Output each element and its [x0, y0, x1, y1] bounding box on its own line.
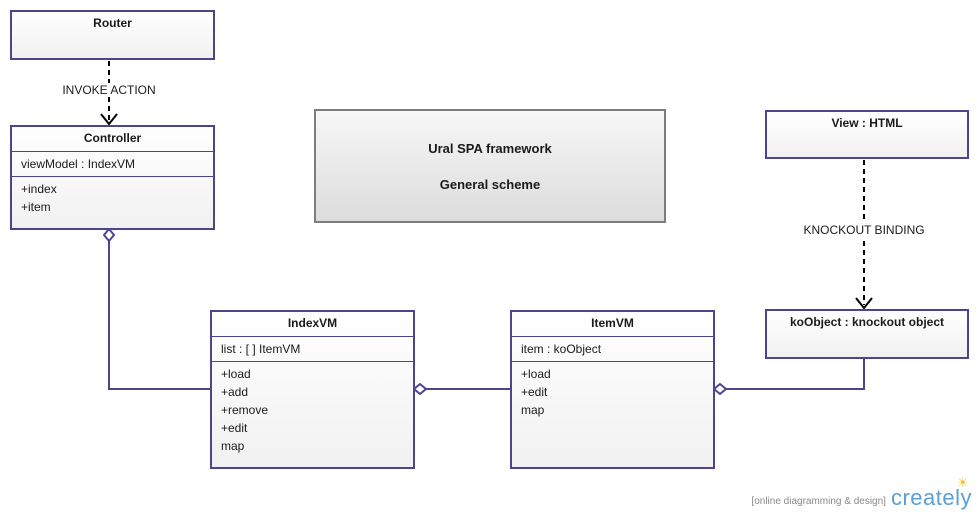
scheme-title-box[interactable]: Ural SPA framework General scheme: [314, 109, 666, 223]
indexvm-method: map: [221, 439, 245, 453]
itemvm-class[interactable]: ItemVM item : koObject +load +edit map: [510, 310, 715, 469]
controller-attribute: viewModel : IndexVM: [21, 157, 136, 171]
creately-brand-text: creately: [890, 485, 972, 510]
indexvm-attribute: list : [ ] ItemVM: [221, 342, 301, 356]
indexvm-method: +edit: [221, 421, 248, 435]
invoke-action-arrowhead: [100, 113, 118, 126]
view-title: View : HTML: [831, 116, 903, 130]
itemvm-attributes: item : koObject: [512, 336, 713, 361]
indexvm-class[interactable]: IndexVM list : [ ] ItemVM +load +add +re…: [210, 310, 415, 469]
itemvm-method: +edit: [521, 385, 548, 399]
itemvm-koobject-edge: [726, 358, 865, 390]
itemvm-title: ItemVM: [591, 316, 634, 330]
koobject-box[interactable]: koObject : knockout object: [765, 309, 969, 359]
creately-footer[interactable]: [online diagramming & design] creately ☀: [751, 475, 972, 511]
router-box[interactable]: Router: [10, 10, 215, 60]
itemvm-attribute: item : koObject: [521, 342, 602, 356]
indexvm-method: +remove: [221, 403, 269, 417]
scheme-subtitle: General scheme: [439, 177, 541, 192]
knockout-binding-arrowhead: [855, 297, 873, 310]
controller-methods: +index +item: [12, 176, 213, 219]
indexvm-methods: +load +add +remove +edit map: [212, 361, 413, 458]
creately-logo: creately ☀: [890, 475, 972, 511]
itemvm-method: +load: [521, 367, 551, 381]
router-title: Router: [93, 16, 132, 30]
indexvm-method: +add: [221, 385, 249, 399]
invoke-action-label: INVOKE ACTION: [62, 83, 156, 97]
controller-method: +item: [21, 200, 51, 214]
controller-method: +index: [21, 182, 57, 196]
knockout-binding-label: KNOCKOUT BINDING: [803, 223, 925, 237]
koobject-title: koObject : knockout object: [789, 315, 945, 329]
controller-indexvm-edge: [108, 241, 211, 390]
sun-icon: ☀: [956, 475, 969, 490]
footer-tagline: [online diagramming & design]: [751, 496, 886, 507]
itemvm-method: map: [521, 403, 545, 417]
indexvm-attributes: list : [ ] ItemVM: [212, 336, 413, 361]
controller-attributes: viewModel : IndexVM: [12, 151, 213, 176]
view-box[interactable]: View : HTML: [765, 110, 969, 159]
controller-class[interactable]: Controller viewModel : IndexVM +index +i…: [10, 125, 215, 230]
indexvm-title: IndexVM: [287, 316, 338, 330]
controller-title: Controller: [83, 131, 142, 145]
itemvm-methods: +load +edit map: [512, 361, 713, 422]
indexvm-aggregation-diamond: [412, 382, 428, 396]
scheme-title: Ural SPA framework: [428, 141, 552, 156]
controller-aggregation-diamond: [102, 227, 116, 243]
indexvm-method: +load: [221, 367, 251, 381]
itemvm-aggregation-diamond: [712, 382, 728, 396]
